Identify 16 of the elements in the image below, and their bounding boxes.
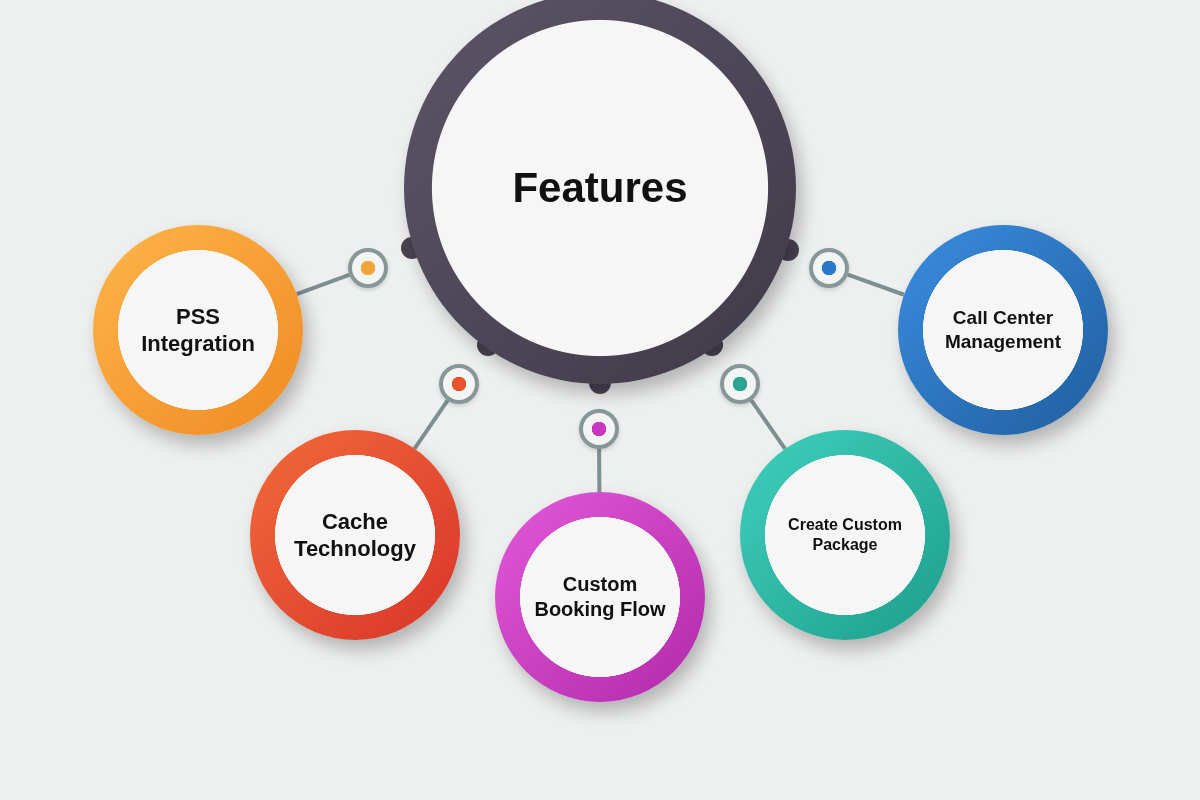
marker-ring	[720, 364, 760, 404]
connector-line	[749, 399, 787, 450]
feature-label: Call Center Management	[943, 306, 1063, 354]
title-text: Features	[512, 162, 688, 213]
feature-label: Cache Technology	[293, 507, 417, 563]
marker-ring	[809, 248, 849, 288]
marker-ring	[348, 248, 388, 288]
marker-ring	[439, 364, 479, 404]
connector-line	[847, 272, 905, 297]
connector-line	[295, 272, 350, 296]
connector-line	[412, 399, 450, 450]
feature-label: Create Custom Package	[787, 515, 903, 555]
marker-ring	[579, 409, 619, 449]
feature-label: Custom Booking Flow	[533, 572, 667, 622]
feature-label: PSS Integration	[140, 302, 256, 358]
connector-line	[597, 449, 602, 492]
